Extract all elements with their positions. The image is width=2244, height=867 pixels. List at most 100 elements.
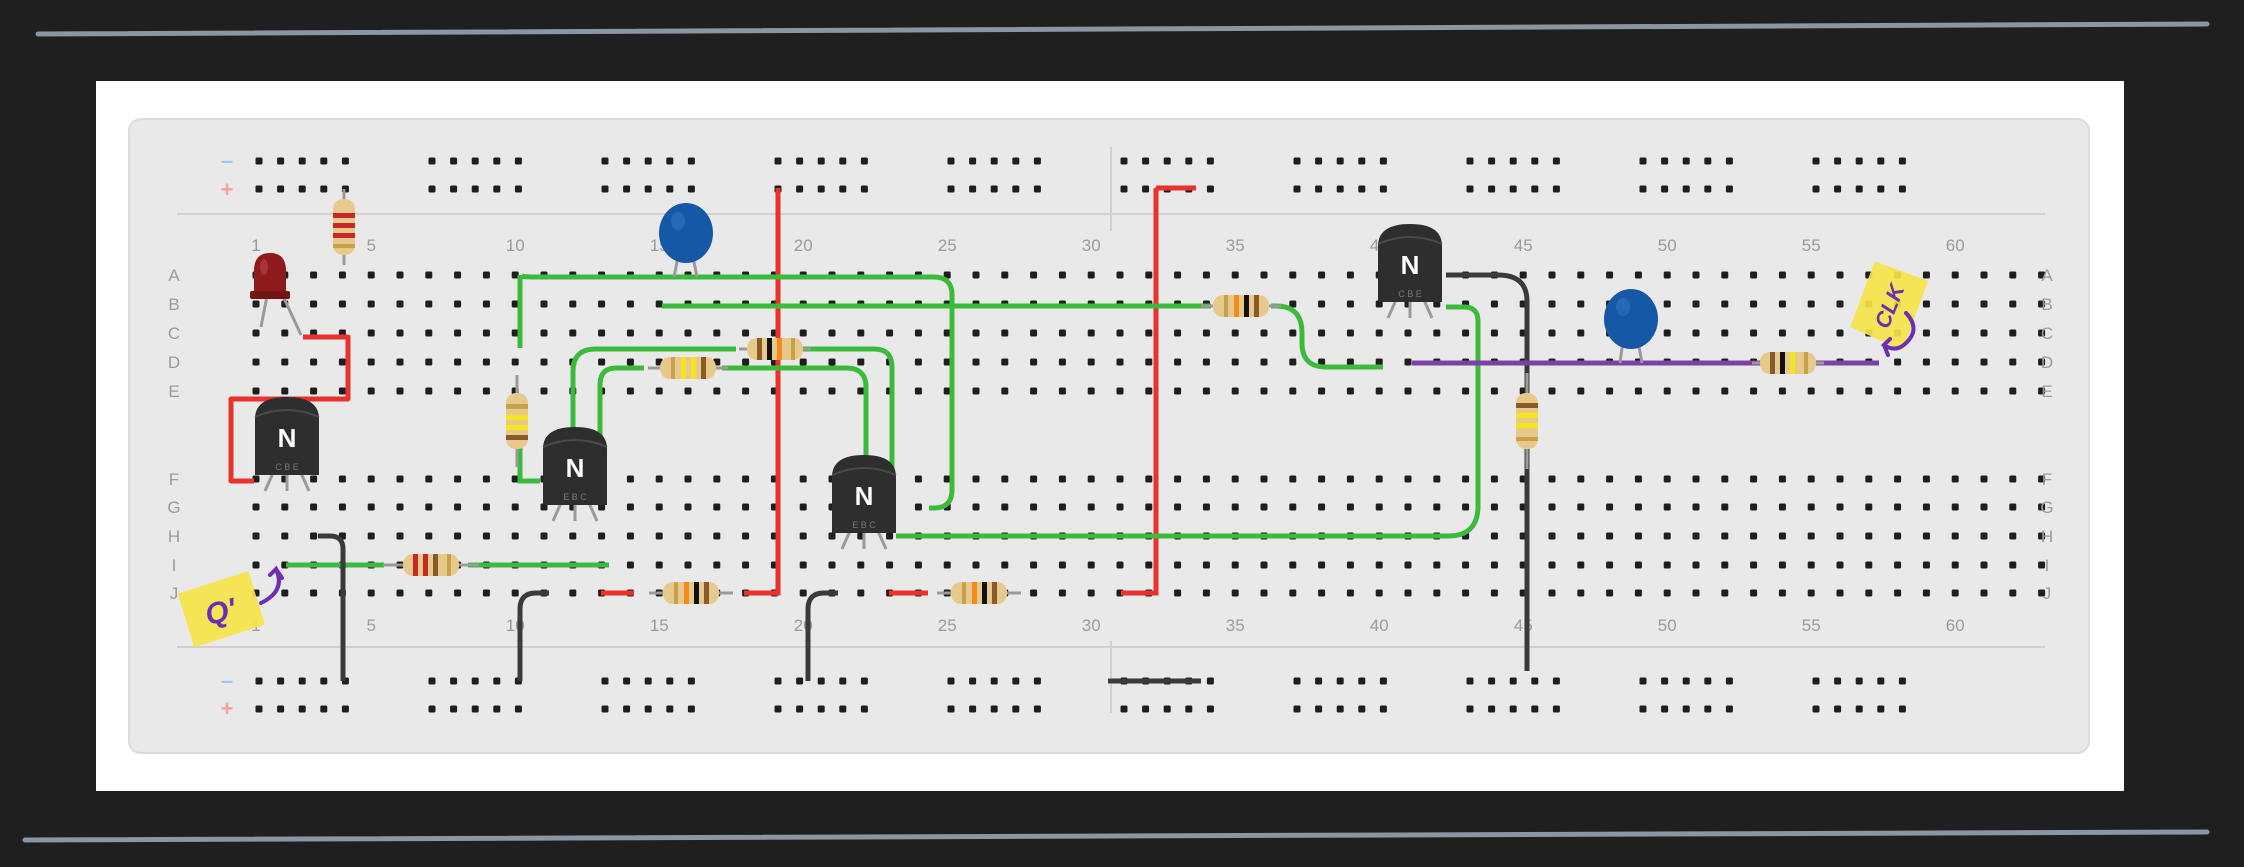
breadboard-hole[interactable]: [450, 677, 458, 685]
breadboard-hole[interactable]: [796, 705, 804, 713]
breadboard-hole[interactable]: [1058, 475, 1066, 483]
breadboard-hole[interactable]: [1548, 271, 1556, 279]
breadboard-hole[interactable]: [1725, 185, 1733, 193]
breadboard-hole[interactable]: [601, 185, 609, 193]
breadboard-hole[interactable]: [598, 329, 606, 337]
breadboard-hole[interactable]: [1639, 185, 1647, 193]
breadboard-hole[interactable]: [1548, 329, 1556, 337]
breadboard-hole[interactable]: [1315, 185, 1323, 193]
breadboard-hole[interactable]: [839, 705, 847, 713]
breadboard-hole[interactable]: [684, 387, 692, 395]
breadboard-hole[interactable]: [1346, 358, 1354, 366]
breadboard-hole[interactable]: [1030, 358, 1038, 366]
breadboard-hole[interactable]: [320, 677, 328, 685]
breadboard-hole[interactable]: [1318, 387, 1326, 395]
breadboard-hole[interactable]: [2009, 271, 2017, 279]
breadboard-hole[interactable]: [1548, 589, 1556, 597]
breadboard-hole[interactable]: [1725, 705, 1733, 713]
black-wire-col20[interactable]: [805, 590, 838, 681]
breadboard-hole[interactable]: [1318, 589, 1326, 597]
breadboard-hole[interactable]: [1865, 589, 1873, 597]
breadboard-hole[interactable]: [1358, 157, 1366, 165]
breadboard-hole[interactable]: [1490, 329, 1498, 337]
breadboard-hole[interactable]: [1433, 475, 1441, 483]
breadboard-hole[interactable]: [341, 157, 349, 165]
breadboard-hole[interactable]: [514, 185, 522, 193]
breadboard-hole[interactable]: [454, 387, 462, 395]
breadboard-hole[interactable]: [367, 358, 375, 366]
breadboard-hole[interactable]: [1488, 705, 1496, 713]
breadboard-hole[interactable]: [1548, 475, 1556, 483]
breadboard-hole[interactable]: [255, 705, 263, 713]
breadboard-hole[interactable]: [341, 705, 349, 713]
breadboard-hole[interactable]: [396, 475, 404, 483]
breadboard-hole[interactable]: [947, 677, 955, 685]
breadboard-hole[interactable]: [1750, 475, 1758, 483]
breadboard-hole[interactable]: [1980, 589, 1988, 597]
breadboard-hole[interactable]: [623, 185, 631, 193]
breadboard-hole[interactable]: [1750, 271, 1758, 279]
breadboard-hole[interactable]: [1725, 157, 1733, 165]
breadboard-hole[interactable]: [511, 271, 519, 279]
breadboard-hole[interactable]: [1293, 705, 1301, 713]
breadboard-hole[interactable]: [684, 561, 692, 569]
breadboard-hole[interactable]: [598, 300, 606, 308]
breadboard-hole[interactable]: [1142, 185, 1150, 193]
breadboard-hole[interactable]: [1185, 157, 1193, 165]
breadboard-hole[interactable]: [598, 532, 606, 540]
resistor-r9[interactable]: [1516, 373, 1538, 469]
breadboard-hole[interactable]: [367, 532, 375, 540]
breadboard-hole[interactable]: [1490, 561, 1498, 569]
breadboard-hole[interactable]: [1030, 475, 1038, 483]
breadboard-hole[interactable]: [666, 677, 674, 685]
breadboard-hole[interactable]: [1836, 271, 1844, 279]
breadboard-hole[interactable]: [1877, 157, 1885, 165]
breadboard-hole[interactable]: [1980, 475, 1988, 483]
breadboard-hole[interactable]: [1375, 503, 1383, 511]
breadboard-hole[interactable]: [281, 532, 289, 540]
breadboard-hole[interactable]: [799, 503, 807, 511]
breadboard-hole[interactable]: [1030, 387, 1038, 395]
breadboard-hole[interactable]: [1145, 503, 1153, 511]
breadboard-hole[interactable]: [1634, 387, 1642, 395]
breadboard-hole[interactable]: [1634, 561, 1642, 569]
breadboard-hole[interactable]: [298, 705, 306, 713]
breadboard-hole[interactable]: [1174, 358, 1182, 366]
breadboard-hole[interactable]: [1358, 705, 1366, 713]
breadboard-hole[interactable]: [1116, 271, 1124, 279]
breadboard-hole[interactable]: [569, 329, 577, 337]
breadboard-hole[interactable]: [2038, 300, 2046, 308]
breadboard-hole[interactable]: [1033, 157, 1041, 165]
breadboard-hole[interactable]: [2009, 532, 2017, 540]
breadboard-hole[interactable]: [947, 705, 955, 713]
breadboard-hole[interactable]: [1462, 589, 1470, 597]
breadboard-hole[interactable]: [1433, 329, 1441, 337]
breadboard-hole[interactable]: [1318, 300, 1326, 308]
breadboard-hole[interactable]: [1663, 387, 1671, 395]
breadboard-hole[interactable]: [1163, 705, 1171, 713]
breadboard-hole[interactable]: [1145, 271, 1153, 279]
breadboard-hole[interactable]: [655, 475, 663, 483]
breadboard-hole[interactable]: [396, 358, 404, 366]
breadboard-hole[interactable]: [1692, 387, 1700, 395]
breadboard-hole[interactable]: [1721, 561, 1729, 569]
breadboard-hole[interactable]: [1120, 157, 1128, 165]
breadboard-hole[interactable]: [817, 705, 825, 713]
breadboard-hole[interactable]: [1951, 589, 1959, 597]
breadboard-hole[interactable]: [1531, 157, 1539, 165]
breadboard-hole[interactable]: [277, 677, 285, 685]
breadboard-hole[interactable]: [742, 475, 750, 483]
breadboard-hole[interactable]: [1001, 271, 1009, 279]
breadboard-hole[interactable]: [252, 387, 260, 395]
breadboard-hole[interactable]: [713, 475, 721, 483]
breadboard-hole[interactable]: [1836, 532, 1844, 540]
breadboard-hole[interactable]: [482, 475, 490, 483]
breadboard-hole[interactable]: [1289, 358, 1297, 366]
breadboard-hole[interactable]: [1692, 475, 1700, 483]
breadboard-hole[interactable]: [1030, 561, 1038, 569]
breadboard-hole[interactable]: [1807, 589, 1815, 597]
breadboard-hole[interactable]: [655, 532, 663, 540]
breadboard-hole[interactable]: [1318, 561, 1326, 569]
breadboard-hole[interactable]: [1289, 503, 1297, 511]
breadboard-hole[interactable]: [1721, 300, 1729, 308]
